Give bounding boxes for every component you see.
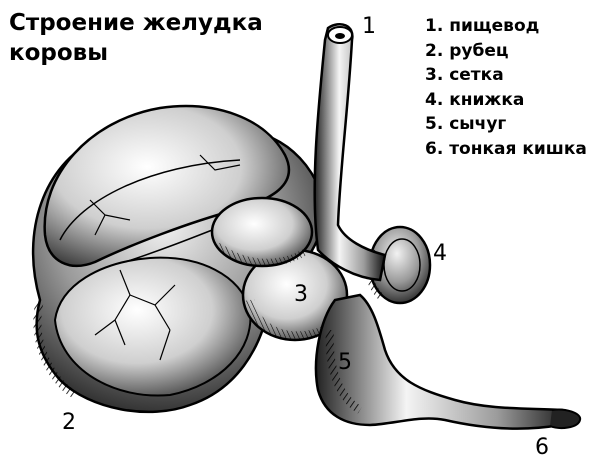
title-line-1: Строение желудка <box>9 10 263 36</box>
marker-esophagus: 1 <box>362 14 376 39</box>
reticulum-shape <box>241 248 349 342</box>
marker-reticulum: 3 <box>294 282 308 307</box>
legend-item-reticulum: 3. сетка <box>425 65 504 85</box>
marker-small-intestine: 6 <box>535 435 549 460</box>
rumen-lobe-shape <box>210 196 314 268</box>
legend: 1. пищевод 2. рубец 3. сетка 4. книжка 5… <box>425 14 587 161</box>
legend-item-omasum: 4. книжка <box>425 89 525 110</box>
legend-item-rumen: 2. рубец <box>425 40 509 61</box>
diagram-title: Строение желудка коровы <box>9 8 263 68</box>
legend-item-abomasum: 5. сычуг <box>425 114 507 134</box>
legend-item-small-intestine: 6. тонкая кишка <box>425 138 587 159</box>
abomasum-shape <box>314 293 576 430</box>
esophagus-shape <box>313 23 387 282</box>
marker-abomasum: 5 <box>338 350 352 375</box>
legend-item-esophagus: 1. пищевод <box>425 16 540 36</box>
marker-omasum: 4 <box>433 241 447 266</box>
marker-rumen: 2 <box>62 410 76 435</box>
title-line-2: коровы <box>9 40 109 66</box>
small-intestine-shape <box>549 408 582 429</box>
